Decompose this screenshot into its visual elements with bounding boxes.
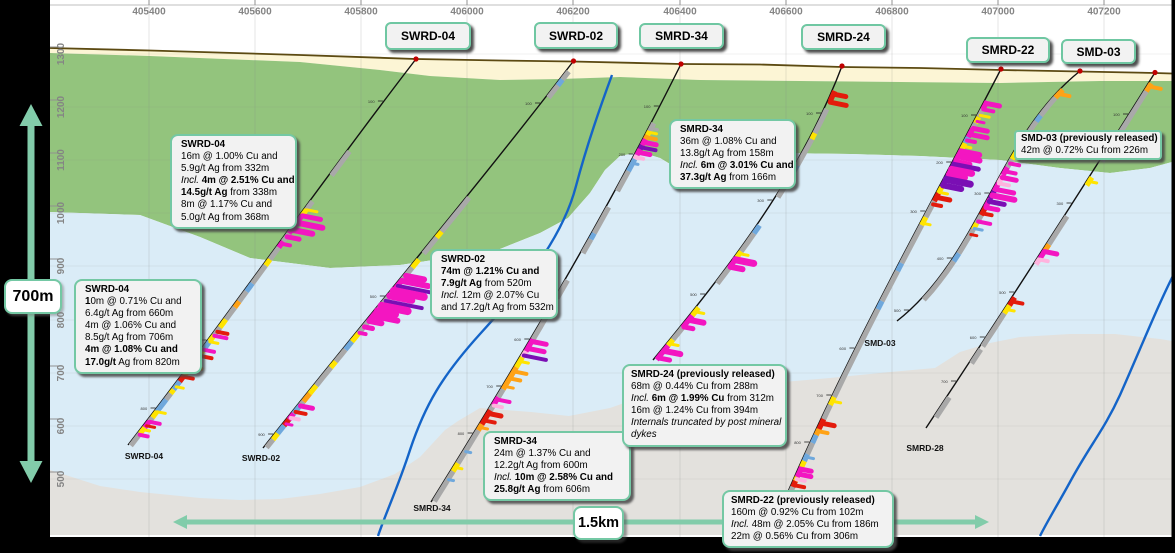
svg-text:1300: 1300: [56, 42, 67, 65]
svg-text:406000: 406000: [450, 7, 484, 18]
svg-text:1000: 1000: [56, 201, 67, 224]
svg-text:100: 100: [961, 113, 968, 118]
svg-text:406600: 406600: [769, 7, 803, 18]
svg-text:500: 500: [999, 290, 1006, 295]
svg-text:SWRD-04: SWRD-04: [125, 451, 164, 461]
svg-text:SMRD-34: SMRD-34: [413, 503, 451, 513]
svg-text:400: 400: [937, 256, 944, 261]
svg-text:700: 700: [941, 379, 948, 384]
svg-text:800: 800: [141, 406, 148, 411]
svg-text:406200: 406200: [556, 7, 590, 18]
svg-text:406400: 406400: [663, 7, 697, 18]
svg-text:600: 600: [839, 346, 846, 351]
svg-text:600: 600: [56, 417, 67, 434]
svg-text:500: 500: [894, 308, 901, 313]
svg-text:800: 800: [458, 431, 465, 436]
svg-text:407000: 407000: [981, 7, 1015, 18]
svg-text:407200: 407200: [1087, 7, 1121, 18]
svg-text:100: 100: [1113, 112, 1120, 117]
svg-text:300: 300: [757, 198, 764, 203]
svg-text:SMRD-28: SMRD-28: [906, 443, 944, 453]
svg-text:405400: 405400: [132, 7, 166, 18]
svg-text:600: 600: [514, 337, 521, 342]
svg-text:405600: 405600: [238, 7, 272, 18]
svg-text:700: 700: [56, 364, 67, 381]
svg-text:600: 600: [970, 335, 977, 340]
svg-text:SWRD-02: SWRD-02: [242, 453, 281, 463]
svg-text:200: 200: [936, 160, 943, 165]
svg-text:100: 100: [806, 111, 813, 116]
svg-text:500: 500: [370, 294, 377, 299]
svg-text:300: 300: [974, 191, 981, 196]
svg-text:200: 200: [619, 152, 626, 157]
svg-text:406800: 406800: [875, 7, 909, 18]
svg-text:700: 700: [486, 384, 493, 389]
svg-text:800: 800: [794, 440, 801, 445]
svg-text:1200: 1200: [56, 95, 67, 118]
svg-text:900: 900: [258, 432, 265, 437]
svg-text:300: 300: [910, 209, 917, 214]
svg-text:500: 500: [56, 470, 67, 487]
svg-text:300: 300: [1057, 201, 1064, 206]
svg-text:800: 800: [56, 311, 67, 328]
svg-text:100: 100: [368, 99, 375, 104]
svg-text:405800: 405800: [344, 7, 378, 18]
svg-text:900: 900: [56, 257, 67, 274]
svg-text:700: 700: [816, 393, 823, 398]
svg-text:100: 100: [644, 104, 651, 109]
svg-text:SMD-03: SMD-03: [864, 338, 895, 348]
svg-text:500: 500: [690, 292, 697, 297]
svg-text:1100: 1100: [56, 149, 67, 171]
svg-text:100: 100: [525, 101, 532, 106]
